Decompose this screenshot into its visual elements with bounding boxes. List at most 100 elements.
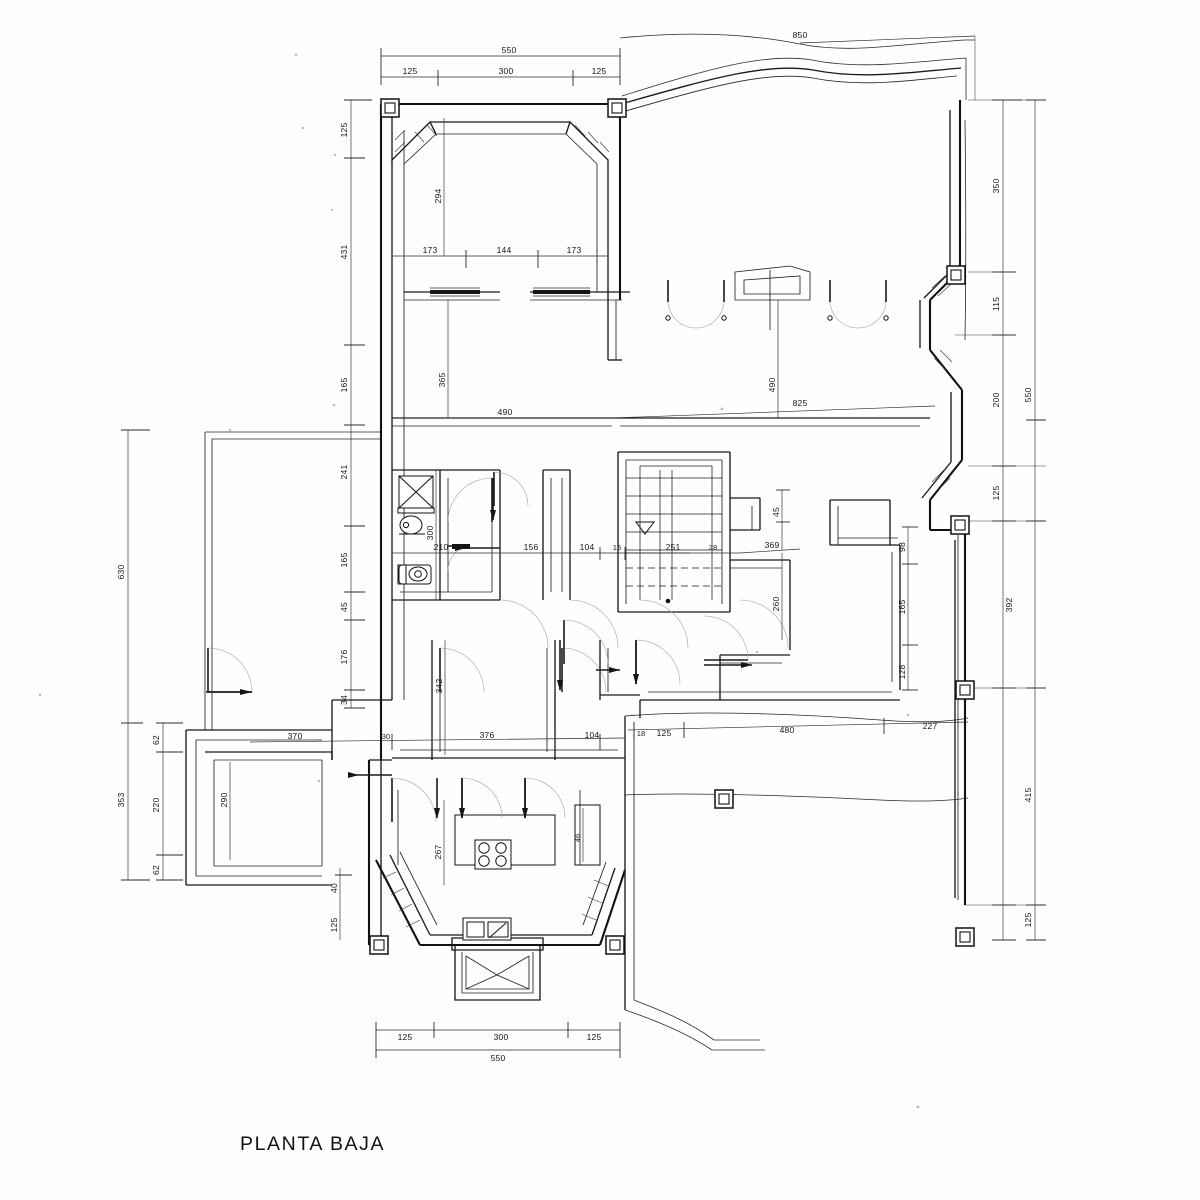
dim-bot-125: 125 — [657, 728, 672, 738]
door-kitchen-right — [524, 777, 566, 819]
column-top-right-bay — [607, 98, 627, 118]
column-kitchen-left — [369, 935, 389, 955]
dim-bot-227: 227 — [923, 721, 938, 731]
column-kitchen-right — [605, 935, 625, 955]
dim-bot-30: 30 — [382, 732, 390, 741]
right-dimension-chains: 350 115 200 125 392 415 125 550 — [955, 99, 1046, 941]
dim-lower-267: 267 — [433, 845, 443, 860]
dim-int-251: 251 — [666, 542, 681, 552]
dim-int-144: 144 — [497, 245, 512, 255]
dim-bottom-seg-2: 300 — [494, 1032, 509, 1042]
dim-top-seg-1: 125 — [403, 66, 418, 76]
dim-left-40: 40 — [329, 883, 339, 893]
top-right-curved-boundary: 850 — [619, 30, 976, 113]
dim-left-241: 241 — [339, 465, 349, 480]
door-patio-left — [207, 647, 253, 693]
column-east-upper — [946, 265, 966, 285]
top-dimension-chain: 550 125 300 125 — [380, 45, 621, 86]
arrow-markers — [206, 478, 752, 819]
dim-bot-18: 18 — [637, 729, 645, 738]
dim-bot-376: 376 — [480, 730, 495, 740]
cooktop-4-burner-icon — [474, 839, 512, 870]
bathroom-fixtures — [397, 475, 435, 585]
kitchen-tall-unit — [574, 804, 601, 866]
door-hall-right — [635, 639, 681, 685]
plan-title: PLANTA BAJA — [240, 1133, 385, 1155]
dim-top-right-850: 850 — [793, 30, 808, 40]
wall-hatching-kitchen-bay — [382, 871, 609, 928]
window-arcs-north — [665, 265, 889, 330]
wc-toilet-icon — [397, 564, 432, 585]
dim-right-392: 392 — [1004, 598, 1014, 613]
door-hall-mid — [561, 647, 607, 693]
dim-int-98: 98 — [897, 542, 907, 552]
dim-int-825: 825 — [793, 398, 808, 408]
dim-bottom-total: 550 — [491, 1053, 506, 1063]
dim-int-104: 104 — [580, 542, 595, 552]
dim-int-156: 156 — [524, 542, 539, 552]
dim-int-173a: 173 — [423, 245, 438, 255]
column-top-left — [380, 98, 400, 118]
kitchen-counter — [454, 814, 556, 866]
bottom-dimension-chain: 125 300 125 550 — [375, 1022, 621, 1063]
dim-right-200: 200 — [991, 393, 1001, 408]
dim-left-outer-353: 353 — [116, 793, 126, 808]
door-openings — [206, 265, 889, 823]
dim-right-115: 115 — [991, 297, 1001, 311]
dim-left-220: 220 — [151, 798, 161, 813]
dim-int-173b: 173 — [567, 245, 582, 255]
door-bath-outer — [447, 477, 493, 523]
dim-int-45: 45 — [771, 507, 781, 517]
dim-bottom-seg-1: 125 — [398, 1032, 413, 1042]
door-upper-right — [563, 619, 609, 665]
column-east-bottom — [955, 927, 975, 947]
dim-left-125: 125 — [339, 123, 349, 138]
door-stair-top — [493, 471, 529, 507]
dim-right-550: 550 — [1023, 388, 1033, 403]
structural-columns — [369, 98, 975, 955]
kitchen-sink-icon — [462, 917, 512, 941]
dim-top-total: 550 — [502, 45, 517, 55]
door-kitchen-left — [391, 777, 437, 823]
dim-bot-370: 370 — [288, 731, 303, 741]
dim-int-260: 260 — [771, 597, 781, 612]
dim-int-28: 28 — [709, 543, 717, 552]
dim-int-490h: 490 — [498, 407, 513, 417]
dim-int-490v: 490 — [767, 378, 777, 393]
stair-newel-post — [665, 598, 671, 604]
dim-int-300: 300 — [425, 526, 435, 541]
dim-left-125b: 125 — [329, 918, 339, 933]
dim-left-outer-630: 630 — [116, 565, 126, 580]
dim-int-369: 369 — [765, 540, 780, 550]
dim-int-128: 128 — [897, 665, 907, 680]
dim-int-365: 365 — [437, 373, 447, 388]
dim-top-seg-3: 125 — [592, 66, 607, 76]
dim-right-415: 415 — [1023, 788, 1033, 803]
dim-left-176: 176 — [339, 650, 349, 665]
dim-right-125b: 125 — [1023, 913, 1033, 928]
left-outer-dimensions: 630 353 62 220 62 — [116, 429, 183, 881]
dim-left-431: 431 — [339, 245, 349, 260]
dim-left-62a: 62 — [151, 735, 161, 745]
dim-left-62b: 62 — [151, 865, 161, 875]
dim-int-294: 294 — [433, 189, 443, 204]
left-dimension-chain-inner: 125 431 165 241 165 45 176 34 40 125 — [329, 99, 372, 940]
stair-down-arrow-icon — [635, 521, 655, 535]
dim-int-210: 210 — [434, 542, 449, 552]
dim-left-45: 45 — [339, 602, 349, 612]
scan-speckles — [38, 53, 920, 1109]
wash-basin-icon — [399, 515, 425, 535]
dim-bot-104: 104 — [585, 730, 600, 740]
dim-right-350: 350 — [991, 179, 1001, 194]
door-hall-left — [439, 647, 485, 693]
column-south-right — [714, 789, 734, 809]
dim-bot-480: 480 — [780, 725, 795, 735]
door-east-room — [703, 615, 749, 661]
dim-lower-46: 46 — [573, 834, 582, 842]
building-outer-walls — [185, 100, 969, 1051]
kitchen-fixtures — [462, 839, 512, 941]
dim-left-165a: 165 — [339, 378, 349, 393]
door-kitchen-mid — [461, 777, 503, 819]
